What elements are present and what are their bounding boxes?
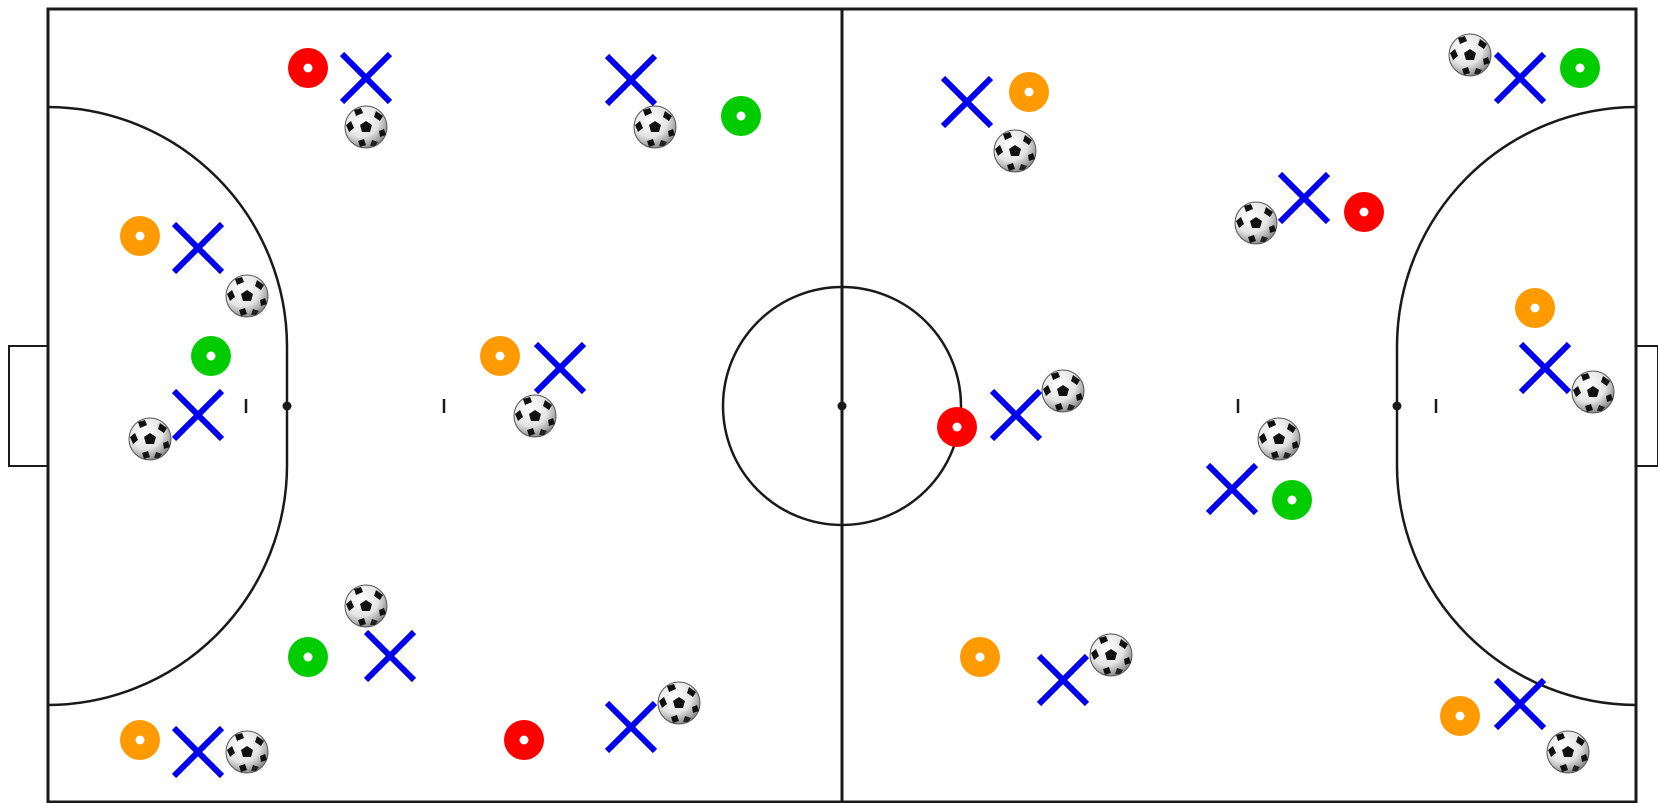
soccer-ball-icon xyxy=(345,106,387,148)
soccer-ball-icon xyxy=(226,731,268,773)
soccer-ball-icon xyxy=(634,106,676,148)
soccer-ball-icon xyxy=(1258,418,1300,460)
left-goal xyxy=(9,346,48,466)
soccer-ball-icon xyxy=(1547,731,1589,773)
soccer-ball-icon xyxy=(345,585,387,627)
player-x-marker xyxy=(1521,344,1569,392)
cone-marker-orange xyxy=(1009,72,1049,112)
cone-marker-green xyxy=(721,96,761,136)
soccer-ball-icon xyxy=(994,130,1036,172)
cone-marker-orange xyxy=(120,216,160,256)
soccer-ball-icon xyxy=(1090,634,1132,676)
player-x-marker xyxy=(607,56,655,104)
soccer-ball-icon xyxy=(658,682,700,724)
player-x-marker xyxy=(174,224,222,272)
cone-marker-orange xyxy=(120,720,160,760)
cone-marker-red xyxy=(504,720,544,760)
court-spots xyxy=(283,402,1402,411)
right-penalty-spot xyxy=(1393,402,1402,411)
cone-marker-orange xyxy=(960,637,1000,677)
player-x-marker xyxy=(342,54,390,102)
player-x-marker xyxy=(536,344,584,392)
court-lines xyxy=(9,9,1658,802)
player-x-marker xyxy=(943,78,991,126)
soccer-ball-icon xyxy=(226,275,268,317)
right-goal xyxy=(1636,346,1658,466)
player-x-marker xyxy=(992,391,1040,439)
cone-marker-red xyxy=(937,407,977,447)
player-x-marker xyxy=(1496,680,1544,728)
cone-marker-green xyxy=(288,637,328,677)
player-x-marker xyxy=(1280,174,1328,222)
soccer-ball-icon xyxy=(1572,371,1614,413)
cone-marker-green xyxy=(191,336,231,376)
player-x-marker xyxy=(1496,54,1544,102)
cone-marker-green xyxy=(1560,48,1600,88)
cone-marker-green xyxy=(1272,480,1312,520)
player-x-marker xyxy=(1039,656,1087,704)
cone-marker-orange xyxy=(480,336,520,376)
left-penalty-spot xyxy=(283,402,292,411)
soccer-ball-icon xyxy=(129,418,171,460)
center-spot xyxy=(838,402,847,411)
cone-marker-red xyxy=(1344,192,1384,232)
cone-marker-red xyxy=(288,48,328,88)
player-x-marker xyxy=(174,728,222,776)
left-penalty-area xyxy=(48,107,287,705)
player-x-marker xyxy=(1208,465,1256,513)
cone-marker-orange xyxy=(1515,288,1555,328)
player-x-marker xyxy=(174,391,222,439)
soccer-ball-icon xyxy=(1235,202,1277,244)
drill-markers xyxy=(120,34,1614,776)
player-x-marker xyxy=(366,632,414,680)
soccer-ball-icon xyxy=(1042,370,1084,412)
soccer-ball-icon xyxy=(1449,34,1491,76)
player-x-marker xyxy=(607,703,655,751)
cone-marker-orange xyxy=(1440,696,1480,736)
soccer-ball-icon xyxy=(514,395,556,437)
